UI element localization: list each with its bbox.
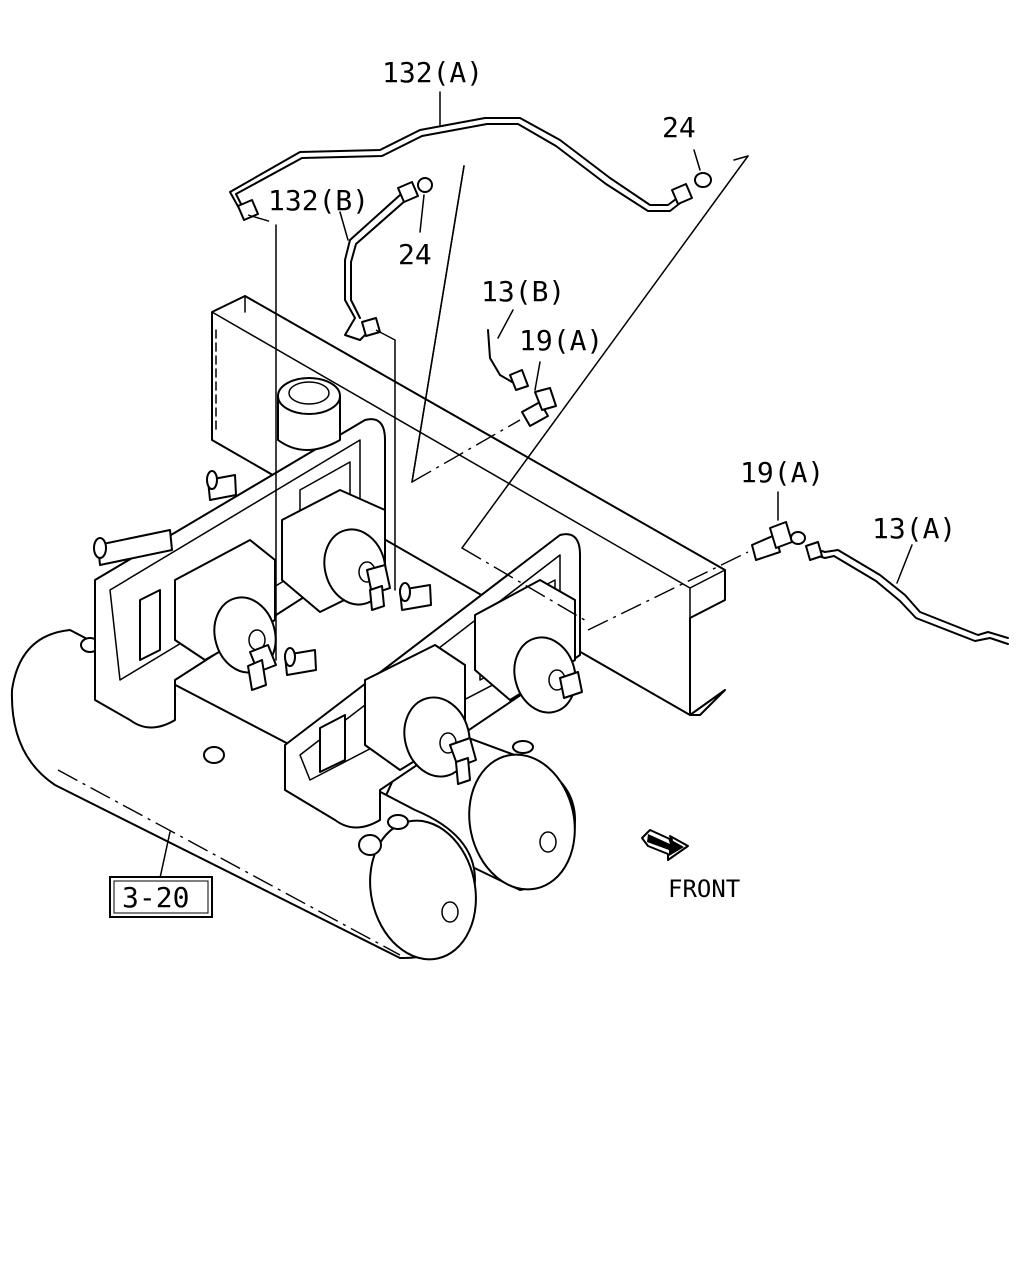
relay-valve-front-left xyxy=(364,644,477,785)
label-19a-upper: 19(A) xyxy=(519,324,603,357)
label-24-top: 24 xyxy=(662,111,696,144)
silencer-dome xyxy=(277,377,341,451)
label-132a: 132(A) xyxy=(382,56,483,89)
front-arrow-icon xyxy=(641,829,689,861)
pipe-13a xyxy=(805,541,1009,645)
front-label: FRONT xyxy=(668,875,740,903)
relay-valve-rear-left xyxy=(174,539,277,691)
cross-members xyxy=(93,470,432,676)
pipe-13b xyxy=(487,329,529,391)
connector-19a-right xyxy=(751,521,806,561)
reference-box: 3-20 xyxy=(109,876,213,918)
relay-valve-front-right xyxy=(474,579,583,714)
relay-valve-rear-right xyxy=(281,489,391,613)
reference-box-label: 3-20 xyxy=(122,881,189,914)
leader-lines xyxy=(57,91,913,956)
label-132b: 132(B) xyxy=(268,184,369,217)
connector-19a-upper xyxy=(521,387,557,427)
label-24-mid: 24 xyxy=(398,238,432,271)
pipe-132a xyxy=(229,117,712,221)
label-19a-right: 19(A) xyxy=(740,456,824,489)
label-13a: 13(A) xyxy=(872,512,956,545)
pipe-132b xyxy=(344,177,433,341)
label-13b: 13(B) xyxy=(481,275,565,308)
